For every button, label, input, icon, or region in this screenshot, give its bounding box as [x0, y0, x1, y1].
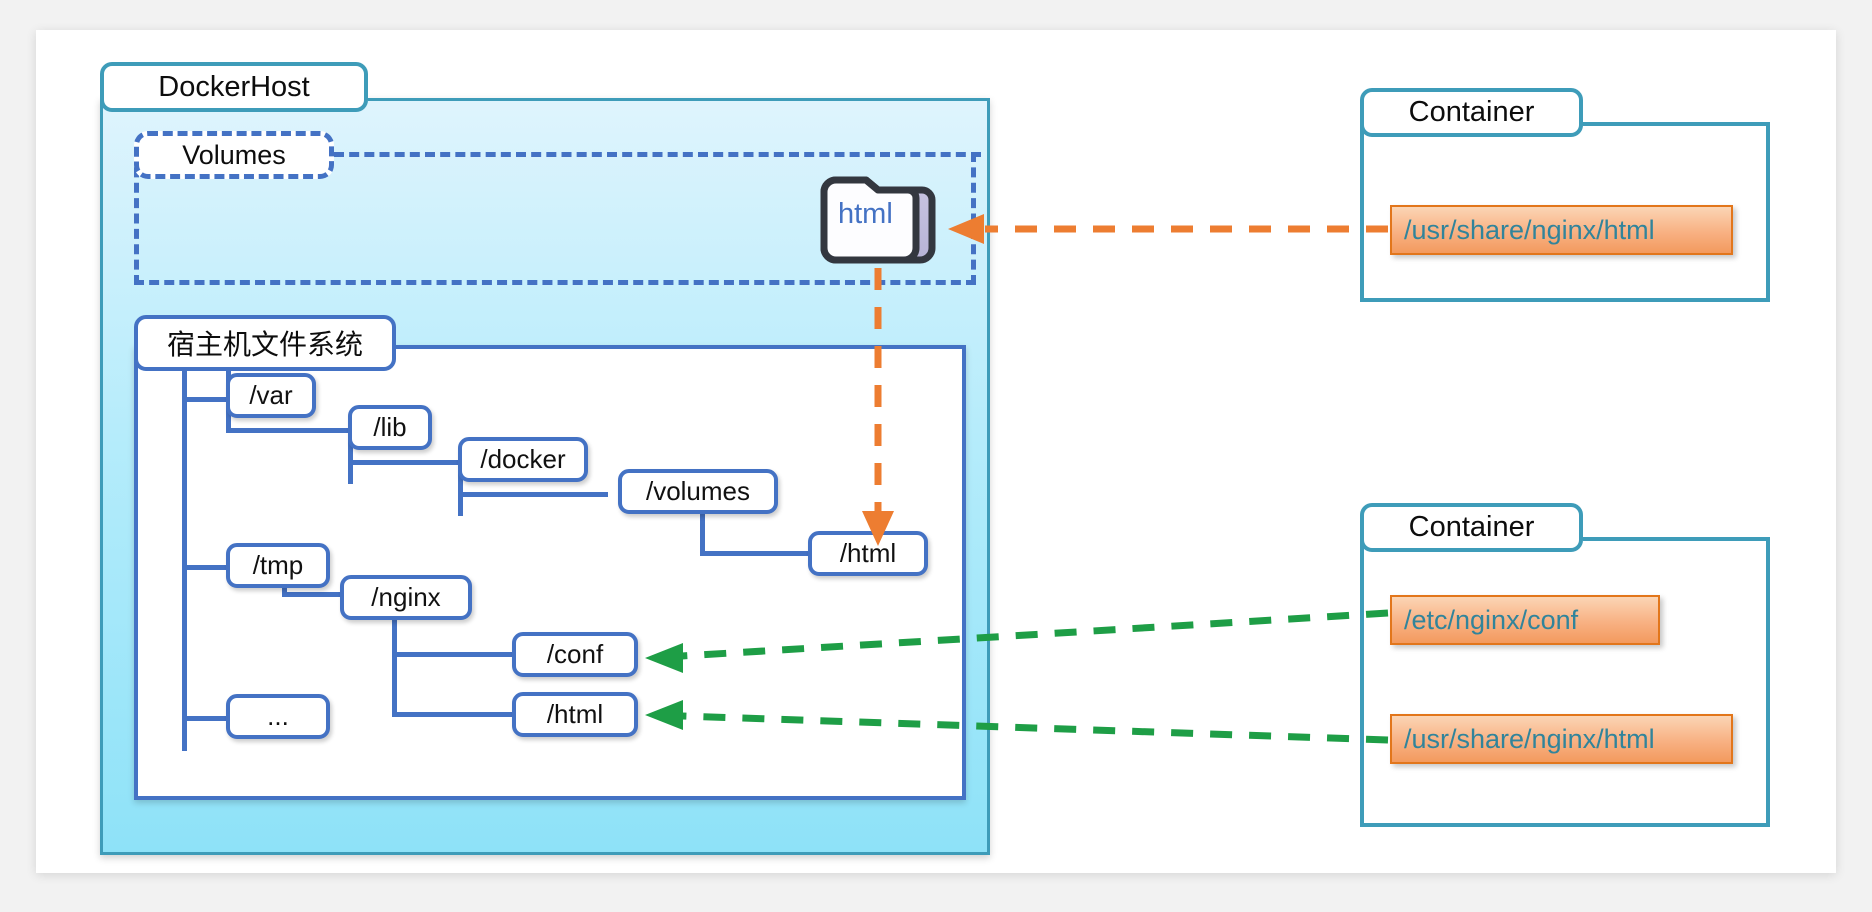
tree-spine-root: [182, 371, 187, 751]
tree-node-nginx-html[interactable]: /html: [512, 692, 638, 737]
tree-connector-nginx-html: [392, 712, 512, 717]
tree-node-nginx[interactable]: /nginx: [340, 575, 472, 620]
tree-connector-var-lib-h: [226, 428, 348, 433]
path-chip-usr-share-nginx-html-bottom[interactable]: /usr/share/nginx/html: [1390, 714, 1733, 764]
path-chip-etc-nginx-conf[interactable]: /etc/nginx/conf: [1390, 595, 1660, 645]
tree-node-docker[interactable]: /docker: [458, 437, 588, 482]
tree-connector-docker-volumes-h: [458, 492, 608, 497]
tree-connector-root-tmp: [182, 565, 226, 570]
tree-node-volumes-html[interactable]: /html: [808, 531, 928, 576]
hostfs-group-topline: [396, 345, 966, 349]
tree-connector-volumes-html-h: [700, 551, 810, 556]
container-bottom-topline: [1583, 537, 1770, 541]
hostfs-title: 宿主机文件系统: [134, 315, 396, 371]
container-top-topline: [1583, 122, 1770, 126]
tree-connector-lib-docker-v: [348, 428, 353, 484]
container-bottom-body: [1360, 537, 1770, 827]
tree-node-conf[interactable]: /conf: [512, 632, 638, 677]
container-top-title: Container: [1360, 88, 1583, 137]
tree-node-more[interactable]: ...: [226, 694, 330, 739]
tree-node-tmp[interactable]: /tmp: [226, 543, 330, 588]
volumes-group-topline: [334, 152, 981, 157]
tree-connector-docker-volumes-v: [458, 460, 463, 516]
tree-node-var[interactable]: /var: [226, 373, 316, 418]
tree-node-volumes[interactable]: /volumes: [618, 469, 778, 514]
tree-node-lib[interactable]: /lib: [348, 405, 432, 450]
path-chip-usr-share-nginx-html-top[interactable]: /usr/share/nginx/html: [1390, 205, 1733, 255]
dockerhost-group-topline: [368, 98, 990, 101]
container-bottom-title: Container: [1360, 503, 1583, 552]
volumes-title: Volumes: [134, 131, 334, 179]
tree-connector-lib-docker-h: [348, 460, 458, 465]
dockerhost-title: DockerHost: [100, 62, 368, 112]
tree-connector-tmp-nginx-h: [282, 592, 392, 597]
tree-connector-nginx-conf: [392, 652, 512, 657]
tree-connector-root-more: [182, 716, 226, 721]
folder-icon[interactable]: [818, 172, 940, 268]
tree-connector-volumes-html-v2: [700, 492, 705, 556]
tree-connector-root-var: [182, 397, 226, 402]
